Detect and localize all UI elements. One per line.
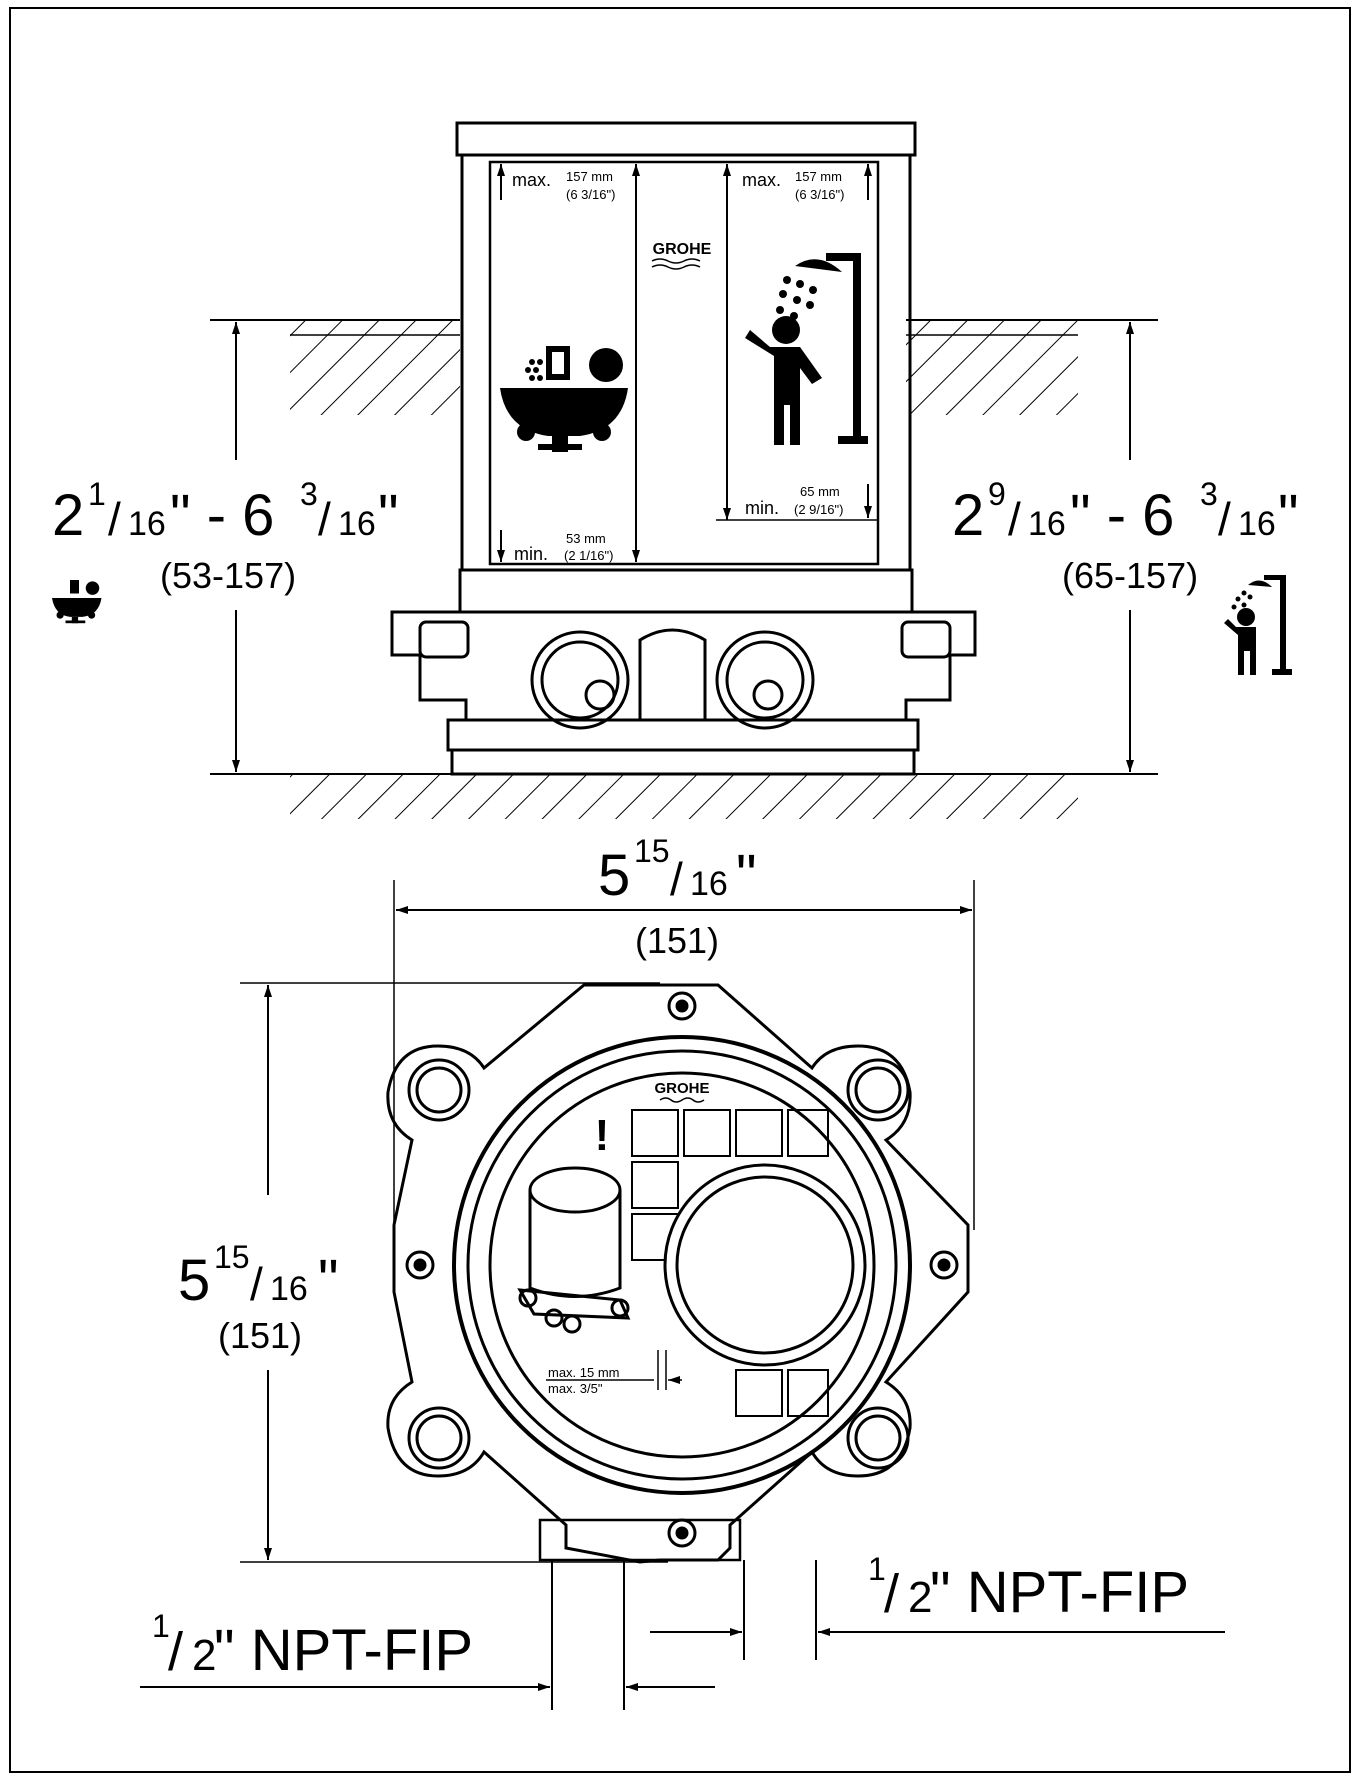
- svg-text:": ": [378, 483, 399, 548]
- svg-text:(53-157): (53-157): [160, 555, 296, 596]
- svg-text:(151): (151): [218, 1315, 302, 1356]
- svg-text:": ": [318, 1248, 339, 1313]
- box-plan-outline: [386, 983, 970, 1564]
- svg-text:16: 16: [128, 505, 166, 543]
- svg-text:1: 1: [88, 476, 106, 512]
- shower-icon: [1224, 575, 1292, 675]
- svg-text:157 mm: 157 mm: [566, 169, 613, 184]
- svg-text:/: /: [318, 493, 331, 545]
- right-port-label: 1 / 2 " NPT-FIP: [868, 1551, 1189, 1625]
- svg-text:2: 2: [952, 483, 984, 548]
- wall-surface-hatch: [210, 319, 1158, 819]
- label-right-max: max. 157 mm (6 3/16"): [742, 169, 844, 202]
- label-left-min: min. 53 mm (2 1/16"): [514, 531, 613, 564]
- grohe-logo-waves: [651, 258, 701, 270]
- plan-view: 5 15 / 16 " (151) 5 15 / 16 " (151): [140, 833, 1225, 1710]
- svg-text:min.: min.: [514, 544, 548, 564]
- svg-text:(65-157): (65-157): [1062, 555, 1198, 596]
- svg-text:16: 16: [690, 865, 728, 903]
- installation-box-body: [390, 121, 977, 776]
- svg-text:(2 9/16"): (2 9/16"): [794, 502, 843, 517]
- trim-rings: [452, 1035, 912, 1495]
- svg-text:2: 2: [192, 1631, 216, 1680]
- svg-text:": ": [736, 843, 757, 908]
- svg-text:(151): (151): [635, 920, 719, 961]
- svg-text:/: /: [250, 1258, 263, 1310]
- svg-text:2: 2: [908, 1573, 932, 1622]
- svg-text:max. 3/5": max. 3/5": [548, 1381, 603, 1396]
- svg-text:/: /: [884, 1564, 899, 1624]
- left-height-dimension: 2 1 / 16 " - 6 3 / 16 " (53-157): [52, 476, 399, 596]
- svg-text:/: /: [1218, 493, 1231, 545]
- page-frame: [9, 7, 1351, 1773]
- svg-text:9: 9: [988, 476, 1006, 512]
- svg-text:/: /: [108, 493, 121, 545]
- shower-icon: [745, 253, 868, 445]
- svg-text:(6 3/16"): (6 3/16"): [795, 187, 844, 202]
- svg-text:15: 15: [214, 1239, 250, 1275]
- svg-text:3: 3: [300, 476, 318, 512]
- svg-text:min.: min.: [745, 498, 779, 518]
- label-right-min: min. 65 mm (2 9/16"): [745, 484, 843, 518]
- svg-text:16: 16: [1238, 505, 1276, 543]
- svg-text:" - 6: " - 6: [1070, 483, 1174, 548]
- bathtub-icon: [52, 580, 102, 624]
- bathtub-icon: [500, 346, 628, 452]
- left-port-label: 1 / 2 " NPT-FIP: [152, 1608, 473, 1683]
- svg-text:1: 1: [152, 1608, 170, 1644]
- grohe-logo: GROHE: [653, 241, 712, 258]
- svg-text:16: 16: [338, 505, 376, 543]
- svg-text:max.: max.: [512, 170, 551, 190]
- svg-text:157 mm: 157 mm: [795, 169, 842, 184]
- right-height-dimension: 2 9 / 16 " - 6 3 / 16 " (65-157): [952, 476, 1299, 596]
- svg-text:max.: max.: [742, 170, 781, 190]
- svg-text:3: 3: [1200, 476, 1218, 512]
- svg-text:/: /: [1008, 493, 1021, 545]
- svg-text:2: 2: [52, 483, 84, 548]
- svg-text:" NPT-FIP: " NPT-FIP: [214, 1618, 473, 1683]
- height-dimension: 5 15 / 16 " (151): [178, 1239, 339, 1356]
- valve-cartridge: [663, 1163, 867, 1367]
- elevation-view: max. 157 mm (6 3/16") max. 157 mm (6 3/1…: [40, 121, 1325, 819]
- svg-text:15: 15: [634, 833, 670, 869]
- tile-thickness-note: max. 15 mm max. 3/5": [546, 1350, 682, 1396]
- warning-mark: !: [595, 1111, 610, 1160]
- svg-text:16: 16: [270, 1270, 308, 1308]
- svg-text:65 mm: 65 mm: [800, 484, 840, 499]
- svg-text:": ": [1278, 483, 1299, 548]
- svg-text:" NPT-FIP: " NPT-FIP: [930, 1560, 1189, 1625]
- svg-text:16: 16: [1028, 505, 1066, 543]
- label-left-max: max. 157 mm (6 3/16"): [512, 169, 615, 202]
- mounting-holes: [405, 991, 959, 1548]
- svg-text:max. 15 mm: max. 15 mm: [548, 1365, 620, 1380]
- svg-text:5: 5: [178, 1248, 210, 1313]
- svg-text:53 mm: 53 mm: [566, 531, 606, 546]
- width-dimension: 5 15 / 16 " (151): [598, 833, 757, 961]
- cartridge-component-icon: [517, 1166, 631, 1334]
- svg-text:1: 1: [868, 1551, 886, 1587]
- svg-text:" - 6: " - 6: [170, 483, 274, 548]
- svg-text:(6 3/16"): (6 3/16"): [566, 187, 615, 202]
- svg-text:/: /: [168, 1622, 183, 1682]
- pipe-centerlines: [551, 1560, 817, 1710]
- svg-text:/: /: [670, 853, 683, 905]
- svg-text:5: 5: [598, 843, 630, 908]
- grohe-logo-waves: [659, 1097, 705, 1103]
- grohe-logo: GROHE: [654, 1080, 709, 1097]
- svg-text:(2 1/16"): (2 1/16"): [564, 548, 613, 563]
